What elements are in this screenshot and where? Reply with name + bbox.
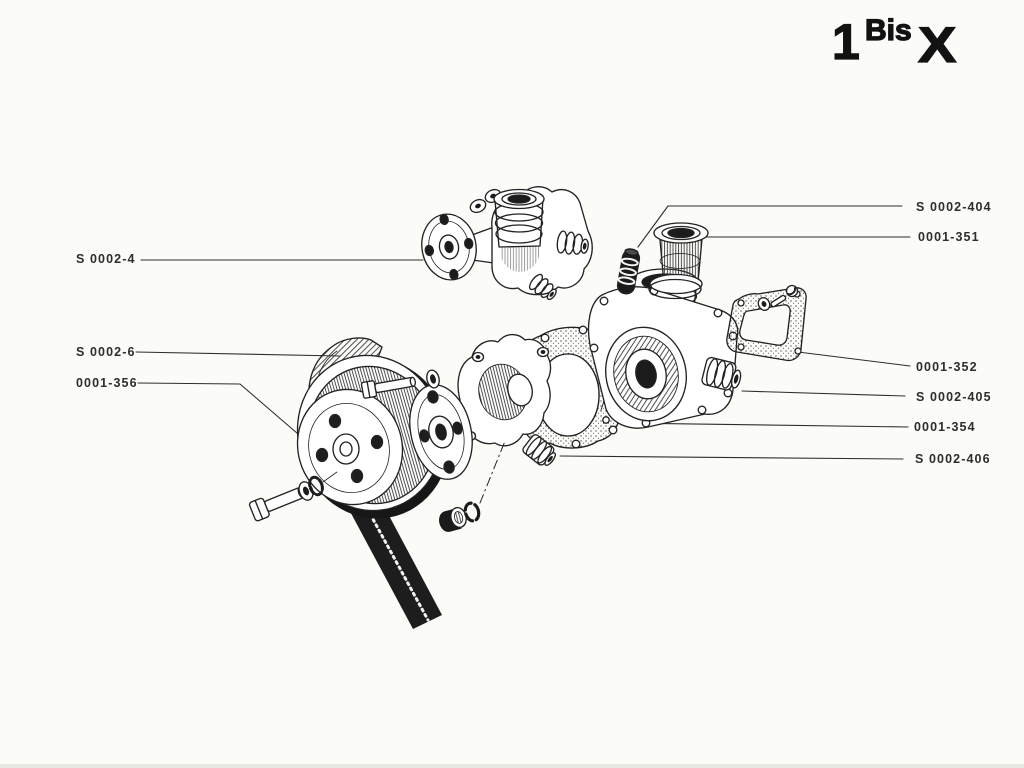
part-label-s-0002-6: S 0002-6 xyxy=(76,345,136,359)
leader-lines xyxy=(135,205,911,460)
pump-body-front-drawing xyxy=(409,333,557,480)
part-label-0001-354: 0001-354 xyxy=(914,420,976,434)
pump-housing-rear-drawing xyxy=(587,268,742,429)
pulley-drawing xyxy=(296,354,450,519)
part-label-s-0002-404: S 0002-404 xyxy=(916,200,992,214)
plate-number: 1 xyxy=(831,14,860,70)
plate-title: 1 Bis X xyxy=(830,8,1000,73)
gasket-bolt-drawing xyxy=(757,284,799,312)
part-label-0001-356: 0001-356 xyxy=(76,376,138,390)
leader-0001-354 xyxy=(623,422,909,428)
gasket-small-drawing xyxy=(726,287,807,362)
leader-s-0002-406 xyxy=(559,455,904,460)
hub-bolt-drawing xyxy=(360,369,440,399)
plate-series: X xyxy=(917,17,957,73)
valve-pin-drawing xyxy=(616,248,641,295)
leader-s-0002-6 xyxy=(135,351,341,357)
part-label-0001-351: 0001-351 xyxy=(918,230,980,244)
part-label-s-0002-4: S 0002-4 xyxy=(76,252,136,266)
leader-0001-356 xyxy=(137,382,313,447)
part-label-s-0002-406: S 0002-406 xyxy=(915,452,991,466)
pump-assembly-complete-drawing xyxy=(421,186,593,301)
nut-lockwasher-drawing xyxy=(439,440,506,532)
leader-s-0002-404 xyxy=(637,205,903,248)
plate-suffix: Bis xyxy=(864,14,912,47)
part-label-0001-352: 0001-352 xyxy=(916,360,978,374)
pulley-bolt-drawing xyxy=(248,471,338,522)
leader-s-0002-405 xyxy=(741,390,906,397)
part-label-s-0002-405: S 0002-405 xyxy=(916,390,992,404)
sleeve-bushing-drawing xyxy=(648,222,709,300)
page-scan-edge xyxy=(0,764,1024,768)
leader-0001-352 xyxy=(797,351,911,367)
